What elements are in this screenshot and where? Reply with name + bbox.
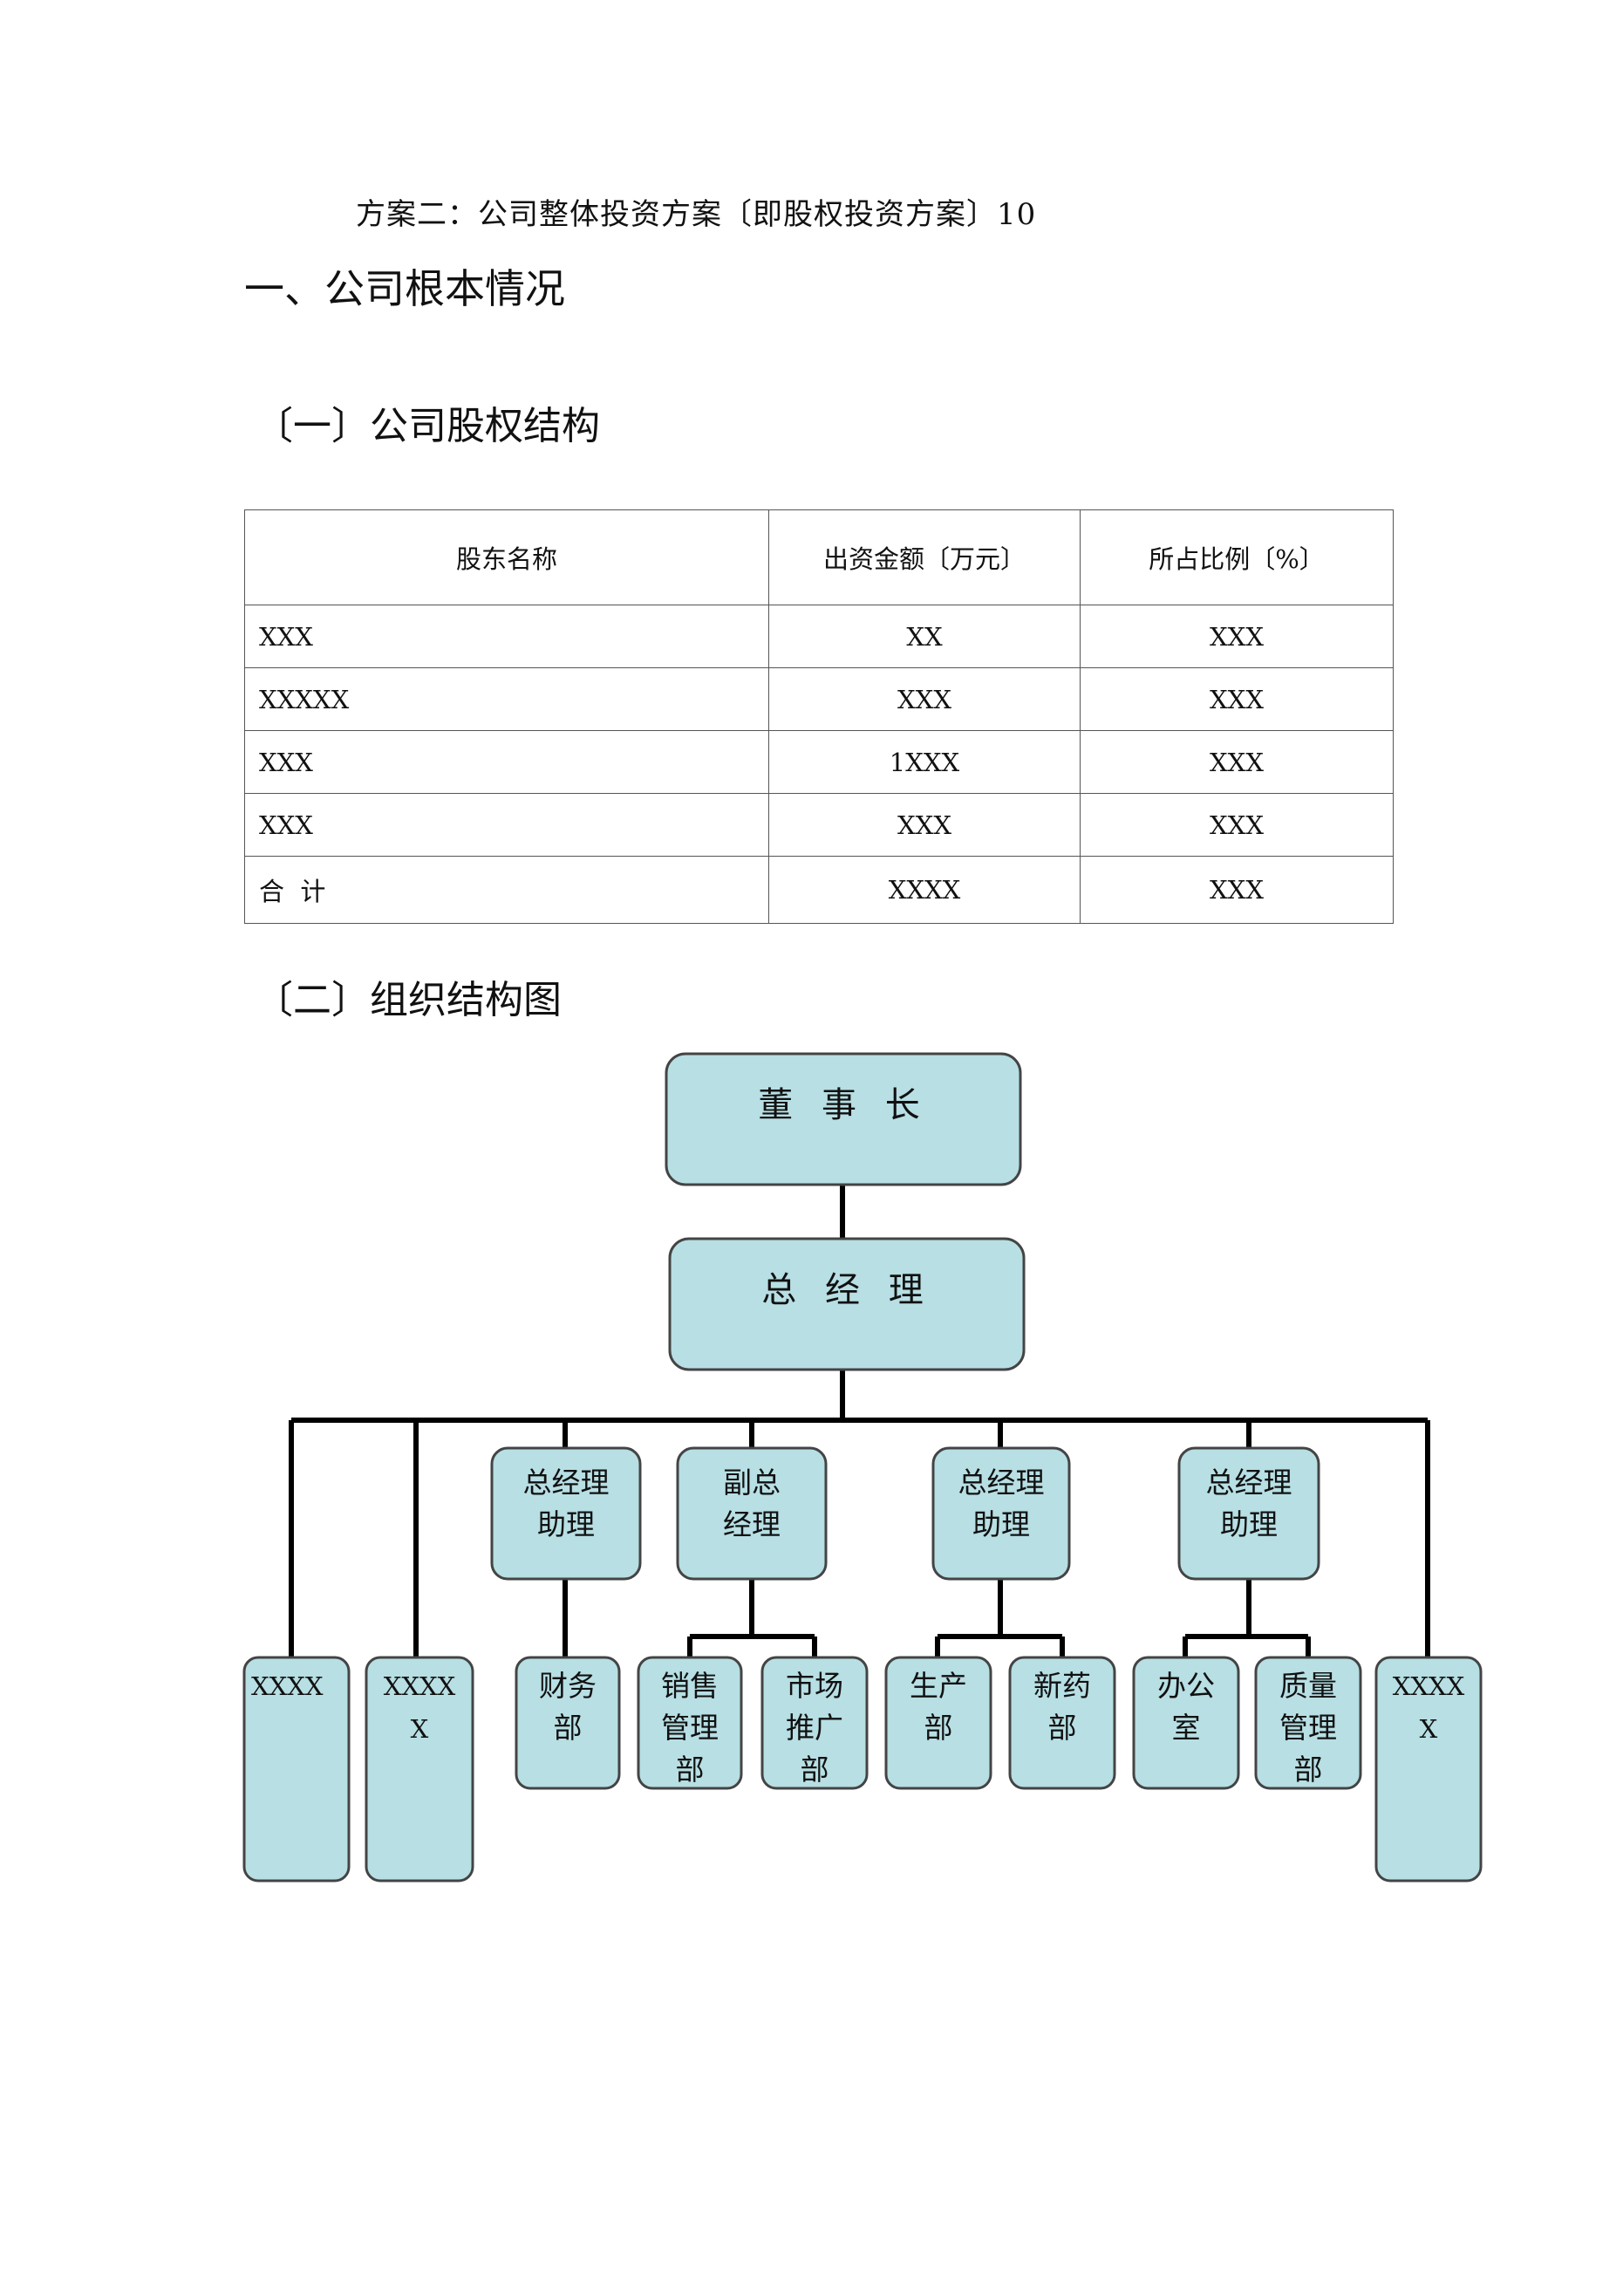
org-node-label: 部 xyxy=(676,1753,705,1787)
org-node-new-drug: 新药 部 xyxy=(1008,1656,1116,1790)
org-node-label: 财务 xyxy=(539,1669,597,1703)
org-node-label: 新药 xyxy=(1033,1669,1091,1703)
org-node-label: 市场 xyxy=(786,1669,843,1703)
org-node-quality: 质量 管理 部 xyxy=(1254,1656,1362,1790)
column-header-shareholder: 股东名称 xyxy=(244,509,769,605)
org-node-label: 副总 xyxy=(723,1466,781,1500)
subsection-heading-org-chart: 〔二〕组织结构图 xyxy=(255,978,562,1022)
org-node-box xyxy=(1254,1656,1362,1790)
org-node-label: 总 经 理 xyxy=(761,1270,931,1310)
org-node-label: XXXX xyxy=(1393,1671,1465,1701)
org-node-label: 董 事 长 xyxy=(758,1085,928,1125)
table-header-row: 股东名称 出资金额〔万元〕 所占比例〔%〕 xyxy=(244,509,1394,605)
table-cell-ratio: XXX xyxy=(1080,730,1394,794)
org-node-assistant-3: 总经理 助理 xyxy=(1177,1446,1320,1581)
connector-assistant2-sub xyxy=(935,1577,1065,1657)
table-cell-shareholder: XXX xyxy=(244,605,769,668)
table-cell-ratio: XXX xyxy=(1080,667,1394,731)
org-node-label: 部 xyxy=(1048,1711,1077,1745)
equity-structure-table: 股东名称 出资金额〔万元〕 所占比例〔%〕 XXX XX XXX XXXXX X… xyxy=(244,509,1394,924)
org-node-label: 管理 xyxy=(661,1711,719,1745)
org-node-vice-gm: 副总 经理 xyxy=(676,1446,828,1581)
table-row: XXX 1XXX XXX xyxy=(244,730,1394,794)
org-node-office: 办公 室 xyxy=(1132,1656,1240,1790)
table-row-total: 合 计 XXXX XXX xyxy=(244,856,1394,924)
org-node-assistant-1: 总经理 助理 xyxy=(490,1446,642,1581)
org-node-label: 销售 xyxy=(661,1669,719,1703)
org-node-box xyxy=(931,1446,1071,1581)
org-node-label: 管理 xyxy=(1279,1711,1337,1745)
org-node-finance: 财务 部 xyxy=(515,1656,621,1790)
org-node-label: 助理 xyxy=(537,1507,595,1541)
org-node-label: 助理 xyxy=(1220,1507,1278,1541)
org-node-box xyxy=(676,1446,828,1581)
org-node-sales: 销售 管理 部 xyxy=(637,1656,743,1790)
org-node-box xyxy=(668,1237,1026,1371)
org-node-dept-1: XXXX xyxy=(242,1656,351,1883)
table-cell-total-investment: XXXX xyxy=(768,856,1081,924)
table-cell-investment: 1XXX xyxy=(768,730,1081,794)
org-node-box xyxy=(1177,1446,1320,1581)
org-node-chairman: 董 事 长 xyxy=(665,1052,1022,1186)
org-node-label: 部 xyxy=(1294,1753,1323,1787)
org-node-label: 总经理 xyxy=(523,1466,610,1500)
connector-vicegm-sub xyxy=(687,1577,817,1657)
org-node-label: X xyxy=(411,1714,429,1744)
table-row: XXXXX XXX XXX xyxy=(244,667,1394,731)
org-node-label: 总经理 xyxy=(1206,1466,1292,1500)
org-node-box xyxy=(490,1446,642,1581)
org-node-label: X xyxy=(1420,1714,1438,1744)
org-node-label: 经理 xyxy=(723,1507,781,1541)
document-title: 方案二：公司整体投资方案〔即股权投资方案〕10 xyxy=(356,197,1037,232)
table-cell-total-ratio: XXX xyxy=(1080,856,1394,924)
org-node-dept-10: XXXX X xyxy=(1374,1656,1483,1883)
org-node-label: 部 xyxy=(924,1711,953,1745)
table-row: XXX XX XXX xyxy=(244,605,1394,668)
table-row: XXX XXX XXX xyxy=(244,793,1394,857)
table-cell-investment: XXX xyxy=(768,793,1081,857)
org-node-label: 质量 xyxy=(1279,1669,1337,1703)
org-node-box xyxy=(515,1656,621,1790)
org-chart-connectors xyxy=(289,1183,1430,1657)
subsection-heading-equity: 〔一〕公司股权结构 xyxy=(255,404,600,448)
org-node-label: 办公 xyxy=(1157,1669,1215,1703)
org-node-label: 总经理 xyxy=(958,1466,1045,1500)
org-node-marketing: 市场 推广 部 xyxy=(760,1656,869,1790)
section-heading-basic-info: 一、公司根本情况 xyxy=(244,265,565,312)
org-node-general-manager: 总 经 理 xyxy=(668,1237,1026,1371)
table-cell-shareholder: XXXXX xyxy=(244,667,769,731)
table-cell-ratio: XXX xyxy=(1080,793,1394,857)
org-node-assistant-2: 总经理 助理 xyxy=(931,1446,1071,1581)
org-node-label: 室 xyxy=(1172,1711,1201,1745)
org-node-production: 生产 部 xyxy=(884,1656,992,1790)
org-node-box xyxy=(1374,1656,1483,1883)
org-node-box xyxy=(665,1052,1022,1186)
org-node-label: 助理 xyxy=(972,1507,1030,1541)
org-node-label: 部 xyxy=(801,1753,829,1787)
org-node-box xyxy=(760,1656,869,1790)
org-node-box xyxy=(242,1656,351,1883)
org-node-box xyxy=(884,1656,992,1790)
org-node-box xyxy=(1132,1656,1240,1790)
org-node-label: 部 xyxy=(554,1711,583,1745)
connector-assistant3-sub xyxy=(1183,1577,1311,1657)
org-node-label: 推广 xyxy=(786,1711,843,1745)
org-node-label: 生产 xyxy=(910,1669,967,1703)
column-header-investment: 出资金额〔万元〕 xyxy=(768,509,1081,605)
table-cell-shareholder: XXX xyxy=(244,730,769,794)
org-node-box xyxy=(637,1656,743,1790)
org-node-label: XXXX xyxy=(384,1671,456,1701)
org-node-dept-2: XXXX X xyxy=(365,1656,474,1883)
table-cell-ratio: XXX xyxy=(1080,605,1394,668)
org-node-box xyxy=(365,1656,474,1883)
org-node-box xyxy=(1008,1656,1116,1790)
org-node-label: XXXX xyxy=(251,1671,324,1701)
